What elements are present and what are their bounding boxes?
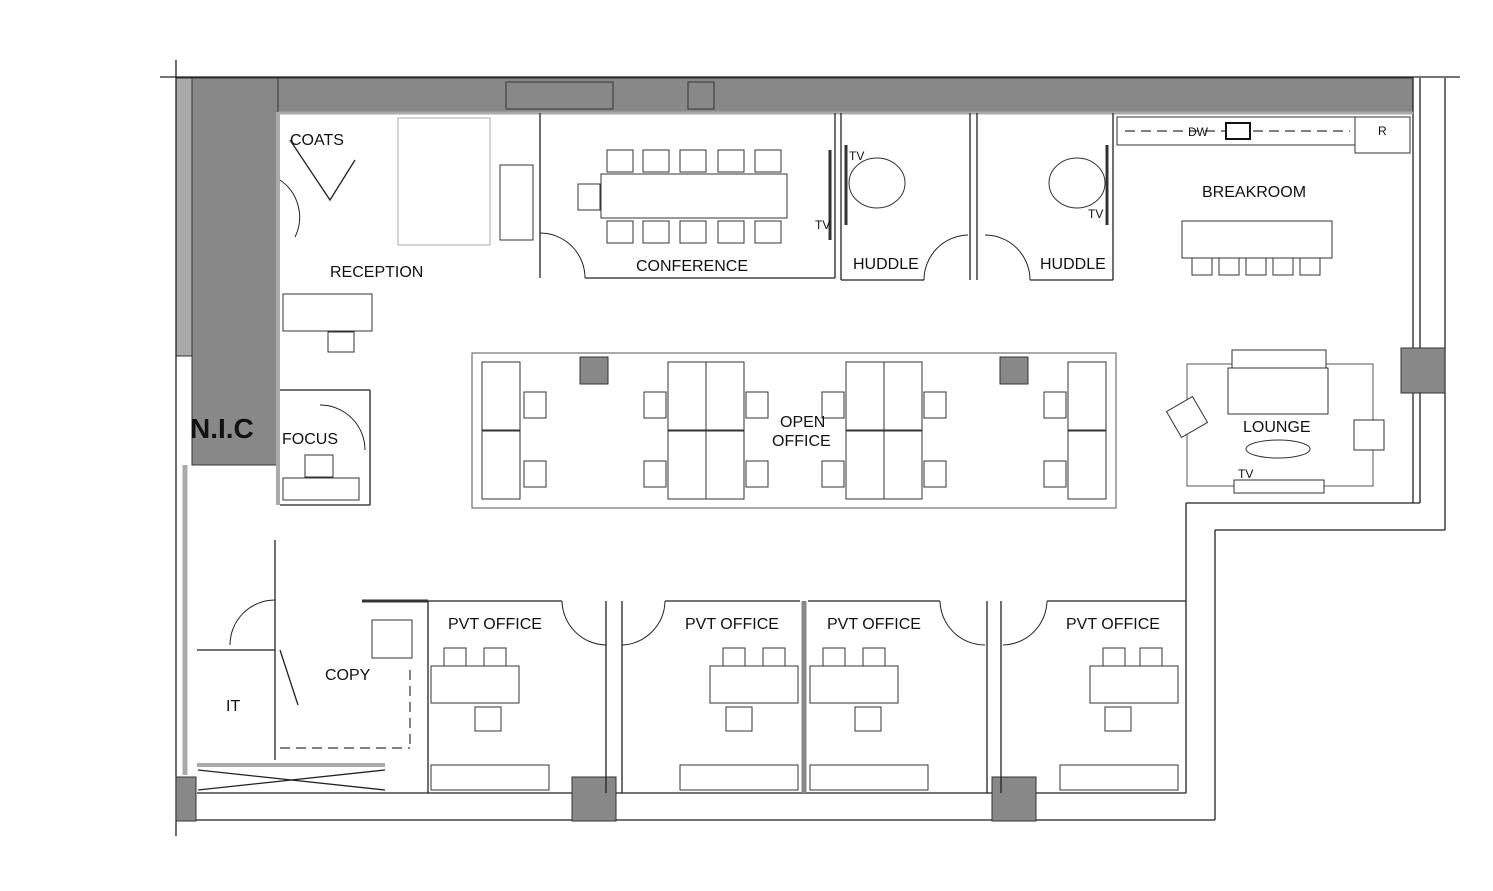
room-label-copy: COPY [325, 667, 371, 684]
refrigerator-label: R [1378, 124, 1387, 138]
room-label-open-office-line2: OFFICE [772, 433, 831, 450]
private-offices [427, 600, 1186, 793]
open-office [471, 352, 1117, 509]
reception-desk [282, 293, 373, 332]
room-label-pvt-office-3: PVT OFFICE [827, 616, 921, 633]
dishwasher-label: DW [1188, 125, 1209, 139]
room-label-breakroom: BREAKROOM [1202, 184, 1306, 201]
reception-area [279, 117, 534, 506]
room-label-open-office-line1: OPEN [780, 414, 825, 431]
room-label-reception: RECEPTION [330, 264, 423, 281]
tv-label-huddle-2: TV [1088, 207, 1103, 221]
huddle-table-2 [1048, 157, 1106, 209]
lounge-area [1165, 349, 1385, 494]
tv-label-huddle-1: TV [849, 149, 864, 163]
copier [371, 619, 413, 659]
tv-label-lounge: TV [1238, 467, 1253, 481]
it-copy-area [197, 540, 428, 791]
room-label-focus: FOCUS [282, 431, 338, 448]
sofa [1227, 367, 1329, 415]
coffee-table [1245, 439, 1311, 459]
room-label-conference: CONFERENCE [636, 258, 748, 275]
room-label-huddle-1: HUDDLE [853, 256, 919, 273]
breakroom-island [1181, 220, 1333, 259]
tv-label-conference: TV [815, 218, 830, 232]
room-label-pvt-office-1: PVT OFFICE [448, 616, 542, 633]
nic-area [191, 77, 279, 466]
room-label-coats: COATS [290, 132, 344, 149]
room-label-pvt-office-2: PVT OFFICE [685, 616, 779, 633]
room-label-huddle-2: HUDDLE [1040, 256, 1106, 273]
breakroom-area [1116, 116, 1411, 276]
room-label-pvt-office-4: PVT OFFICE [1066, 616, 1160, 633]
room-label-it: IT [226, 698, 240, 715]
open-office-zone [471, 352, 1117, 509]
conference-table [600, 173, 788, 219]
room-label-lounge: LOUNGE [1243, 419, 1311, 436]
room-label-nic: N.I.C [190, 413, 254, 444]
top-wall-band [191, 77, 1414, 113]
conference-room [539, 113, 836, 279]
huddle-rooms [840, 113, 1114, 281]
focus-desk [282, 477, 360, 501]
huddle-table-1 [848, 157, 906, 209]
exterior-walls [160, 60, 1460, 836]
